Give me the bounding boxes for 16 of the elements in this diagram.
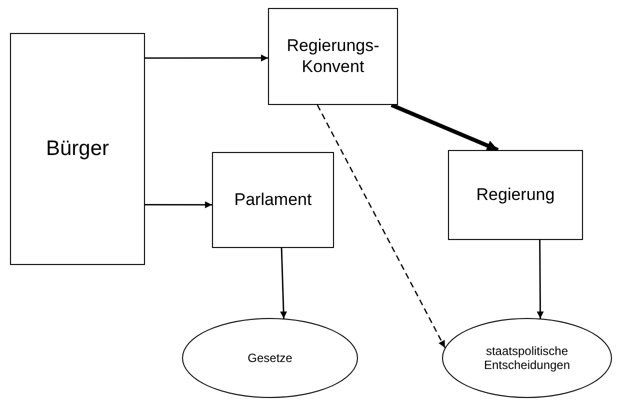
- arrow: [390, 103, 499, 152]
- arrow: [145, 201, 212, 208]
- node-label: Regierungs- Konvent: [286, 36, 380, 77]
- arrow: [280, 248, 288, 319]
- arrow: [316, 104, 446, 348]
- node-label: Gesetze: [248, 350, 292, 366]
- node-label: Bürger: [46, 136, 110, 162]
- node-label: staatspolitische Entscheidungen: [482, 344, 572, 372]
- process-box: [212, 152, 334, 248]
- node-label: Regierung: [476, 184, 555, 206]
- arrow: [145, 54, 268, 62]
- process-box: [268, 8, 398, 105]
- node-label: Parlament: [234, 190, 312, 210]
- arrow: [536, 240, 544, 318]
- process-box: [448, 150, 583, 240]
- citizen-box: [10, 33, 145, 265]
